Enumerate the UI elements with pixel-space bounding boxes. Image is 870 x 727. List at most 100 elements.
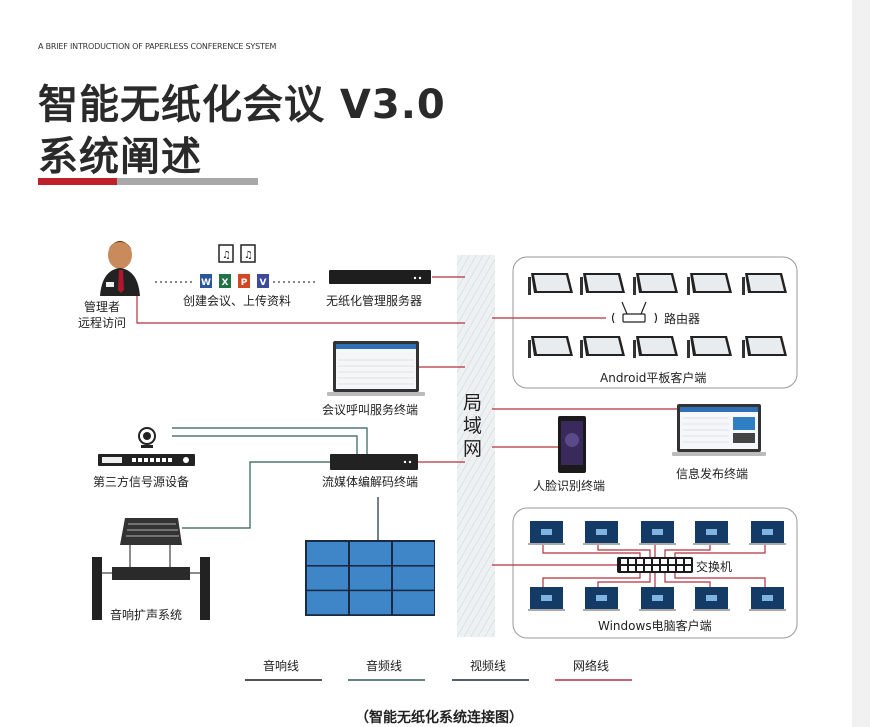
create-upload-label: 创建会议、上传资料	[183, 294, 292, 308]
switch-port	[645, 566, 651, 571]
switch-port	[677, 559, 683, 564]
video-wall-panel	[393, 591, 434, 615]
speaker-right-icon	[200, 557, 210, 620]
network-switch-icon	[617, 557, 693, 573]
video-wall-panel	[307, 591, 348, 615]
android-tablet-icon	[742, 336, 787, 358]
call-terminal-label: 会议呼叫服务终端	[322, 403, 419, 417]
manager-avatar-icon	[100, 241, 140, 296]
android-tablets	[528, 273, 787, 358]
svg-text:X: X	[222, 278, 229, 288]
switch-port	[637, 566, 643, 571]
file-icon-v: V	[257, 274, 269, 288]
switch-port	[685, 566, 691, 571]
video-wall-panel	[350, 542, 391, 565]
face-recognition-label: 人脸识别终端	[533, 479, 606, 493]
legend-video-line: 视频线	[470, 659, 507, 673]
android-tablet-icon	[580, 336, 625, 358]
legend-network-line: 网络线	[573, 659, 610, 673]
network-lines	[136, 276, 766, 588]
switch-port	[645, 559, 651, 564]
windows-pc-icon	[528, 587, 565, 611]
android-tablet-icon	[528, 336, 573, 358]
switch-port	[621, 559, 627, 564]
info-publish-laptop-icon	[672, 404, 766, 456]
svg-text:♫: ♫	[244, 250, 253, 261]
switch-port	[661, 566, 667, 571]
management-server-icon	[329, 270, 431, 284]
audio-lines	[172, 427, 368, 529]
signal-source-label: 第三方信号源设备	[93, 475, 190, 489]
lan-label: 局域网	[463, 392, 483, 460]
file-icon-p: P	[238, 274, 250, 288]
windows-pc-icon	[639, 587, 676, 611]
page-title-line2: 系统阐述	[38, 134, 202, 180]
legend-audio-line: 音频线	[366, 659, 403, 673]
switch-port	[669, 559, 675, 564]
windows-pc-icon	[749, 587, 786, 611]
title-underline-gray	[117, 178, 258, 185]
switch-port	[621, 566, 627, 571]
windows-pc-icon	[528, 521, 565, 545]
android-tablet-icon	[633, 336, 678, 358]
manager-label: 管理者	[84, 300, 121, 314]
switch-port	[669, 566, 675, 571]
speaker-left-icon	[92, 557, 102, 620]
call-terminal-laptop-icon	[327, 341, 425, 396]
windows-pc-icon	[583, 521, 620, 545]
windows-clients-label: Windows电脑客户端	[598, 619, 712, 633]
windows-pc-icon	[693, 587, 730, 611]
switch-port	[637, 559, 643, 564]
title-underline-red	[38, 178, 117, 185]
android-group-box	[512, 256, 798, 389]
svg-text:V: V	[260, 278, 267, 288]
legend-sound-line: 音响线	[263, 659, 300, 673]
svg-text:P: P	[241, 278, 248, 288]
windows-pc-icon	[583, 587, 620, 611]
android-tablet-icon	[528, 273, 573, 295]
android-tablet-icon	[687, 336, 732, 358]
video-wall-panel	[350, 566, 391, 590]
router-icon	[611, 301, 658, 324]
audio-file-icons: ♫ ♫	[218, 244, 256, 263]
streaming-codec-icon	[330, 454, 418, 470]
video-wall-icon	[305, 540, 435, 616]
sound-system-label: 音响扩声系统	[110, 608, 183, 622]
page-edge	[852, 0, 870, 727]
android-clients-label: Android平板客户端	[600, 371, 707, 385]
switch-port	[685, 559, 691, 564]
router-label: 路由器	[664, 312, 701, 326]
android-tablet-icon	[742, 273, 787, 295]
switch-port	[677, 566, 683, 571]
signal-source-device-icon	[98, 454, 195, 466]
switch-port	[653, 559, 659, 564]
amplifier-icon	[112, 567, 190, 580]
switch-port	[653, 566, 659, 571]
manager-sub-label: 远程访问	[78, 316, 127, 330]
video-wall-panel	[393, 542, 434, 565]
switch-label: 交换机	[696, 560, 733, 574]
windows-pc-icon	[639, 521, 676, 545]
file-icon-x: X	[219, 274, 231, 288]
android-tablet-icon	[633, 273, 678, 295]
switch-port	[661, 559, 667, 564]
video-wall-panel	[307, 542, 348, 565]
lan-mesh	[457, 255, 495, 637]
windows-pc-icon	[749, 521, 786, 545]
android-tablet-icon	[580, 273, 625, 295]
svg-text:♫: ♫	[222, 250, 231, 261]
face-recognition-terminal-icon	[558, 416, 586, 473]
video-wall-panel	[307, 566, 348, 590]
audio-mixer-icon	[120, 518, 182, 545]
page-subtitle: A BRIEF INTRODUCTION OF PAPERLESS CONFER…	[38, 42, 277, 51]
sound-lines	[102, 545, 200, 574]
windows-pcs	[528, 521, 786, 611]
file-icon-w: W	[200, 274, 212, 288]
switch-port	[629, 566, 635, 571]
windows-group-box	[512, 507, 798, 639]
video-wall-panel	[350, 591, 391, 615]
video-wall-panel	[393, 566, 434, 590]
webcam-icon	[138, 427, 156, 448]
